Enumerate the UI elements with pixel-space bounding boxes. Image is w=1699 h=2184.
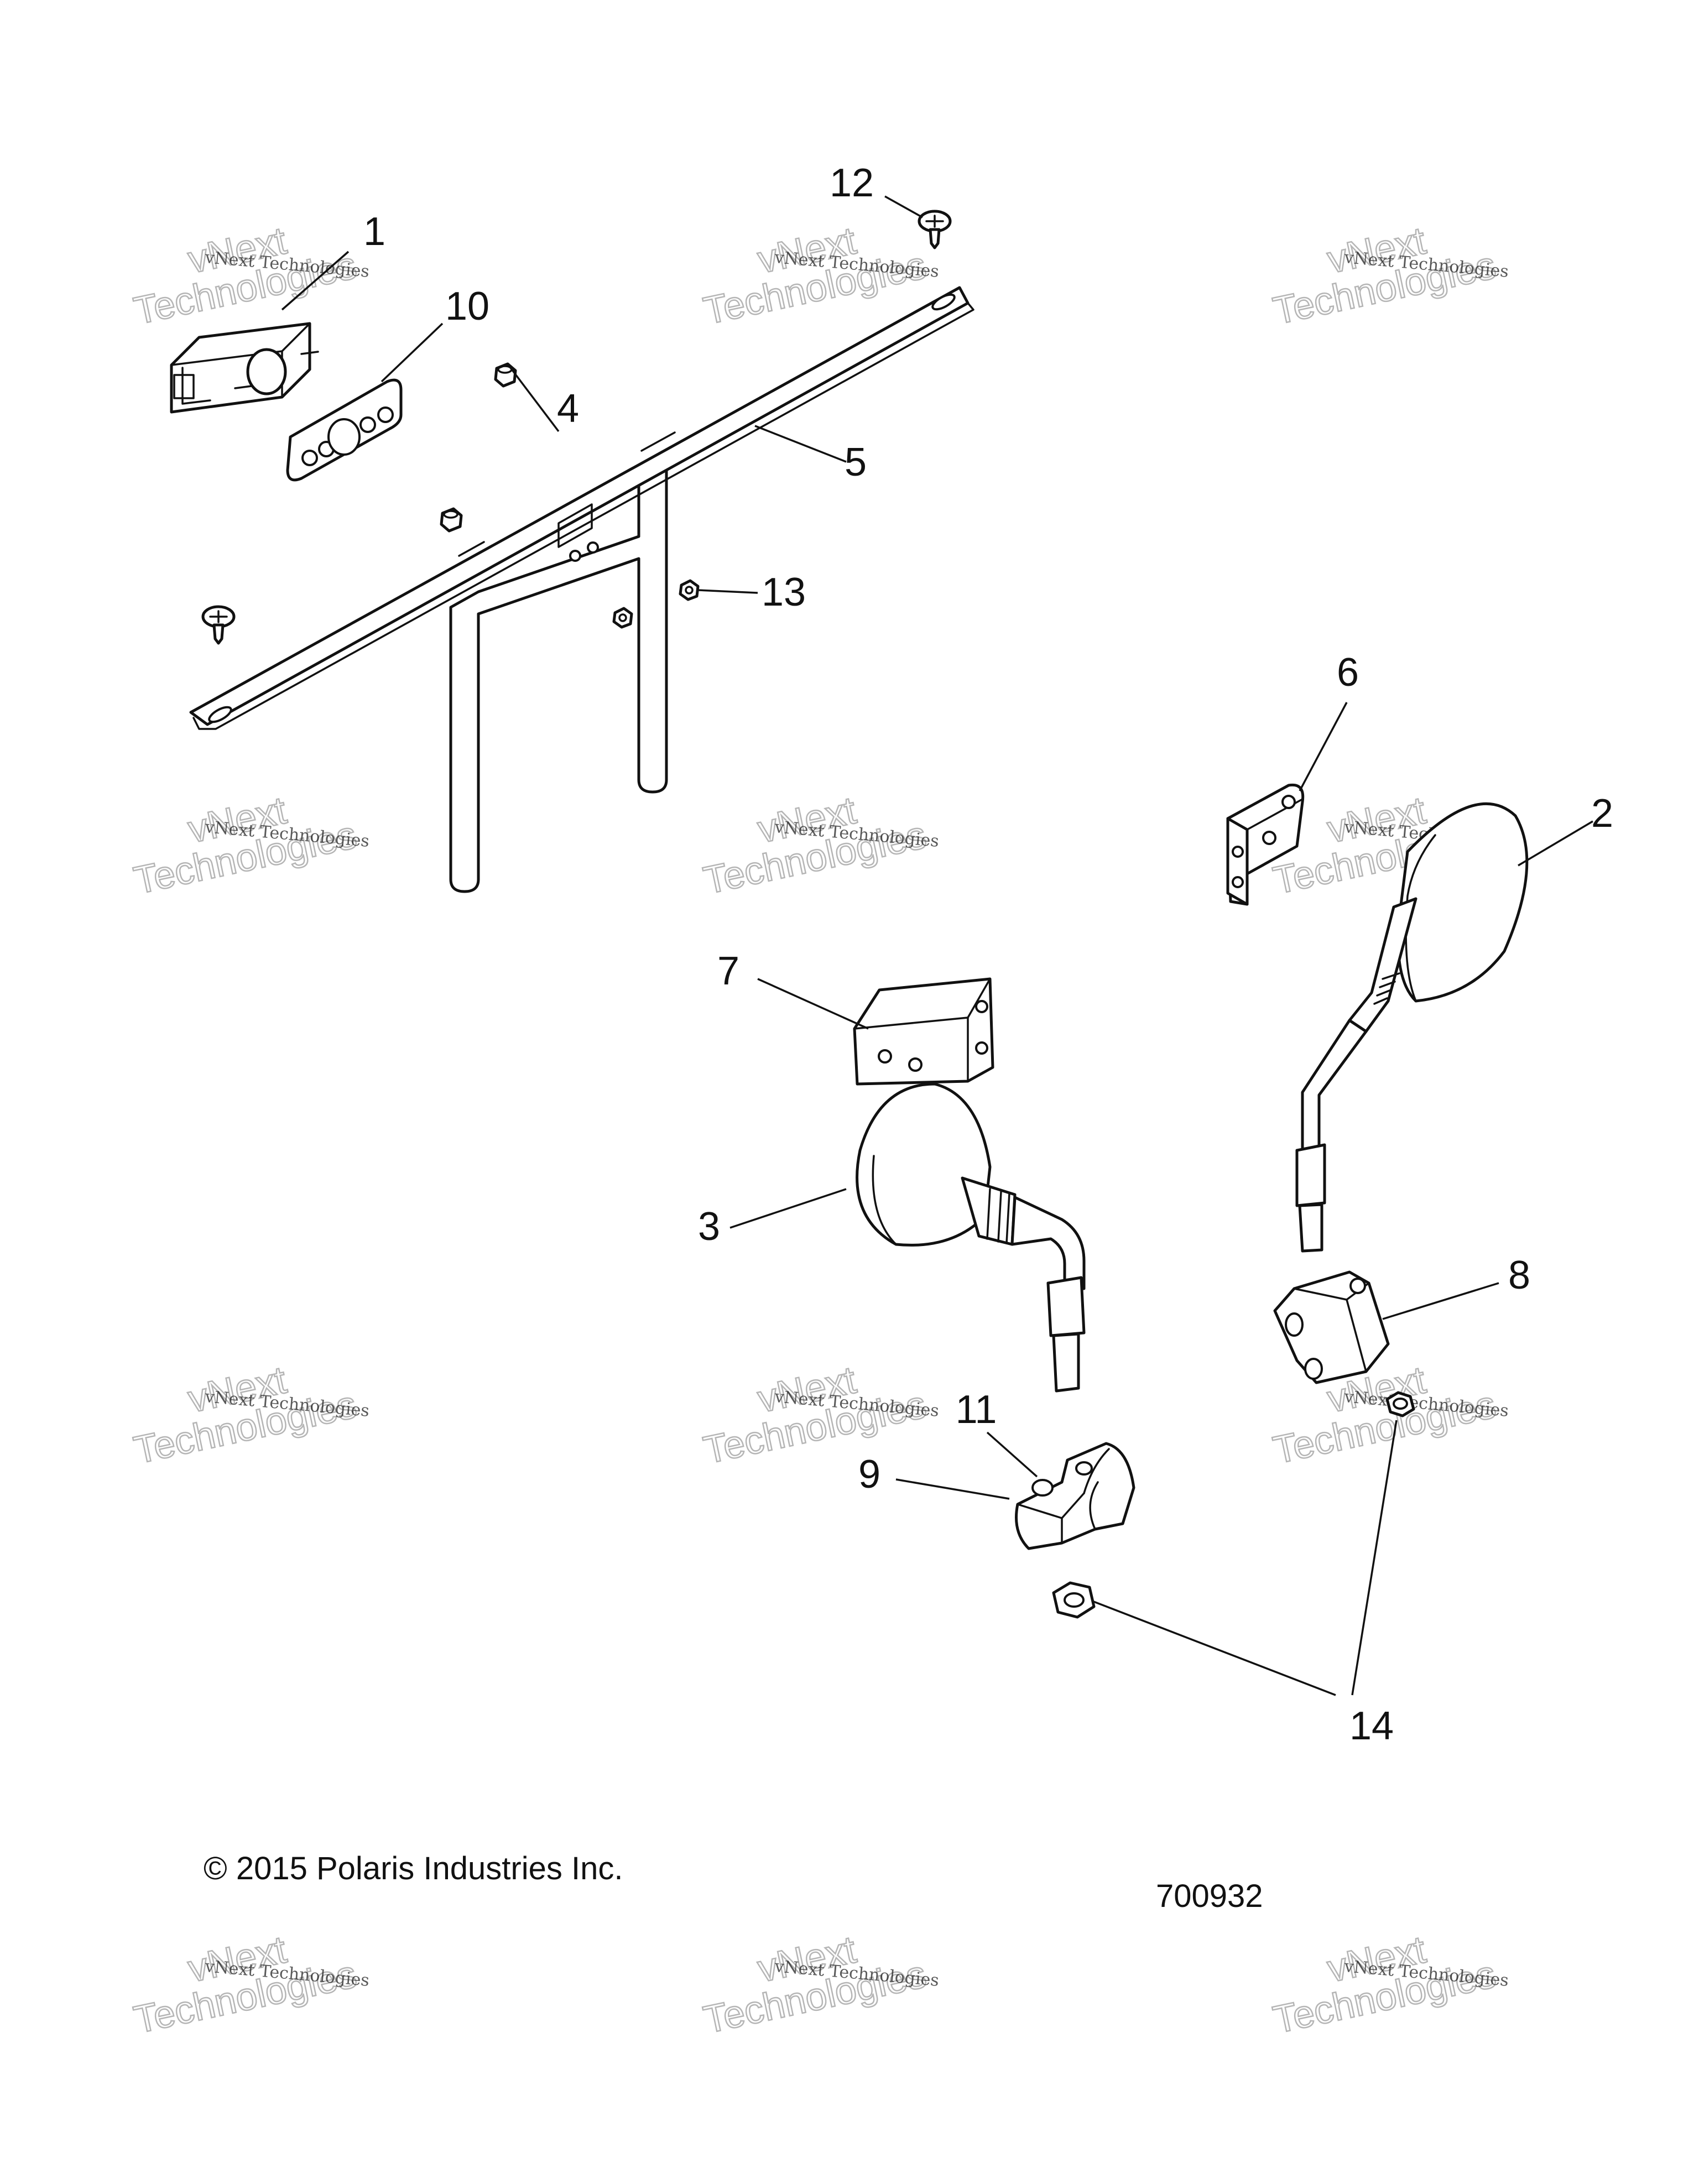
part-5-bracket[interactable] (189, 286, 974, 893)
callout-9: 9 (858, 1452, 880, 1497)
leader-lines (281, 195, 1593, 1696)
callout-14: 14 (1349, 1704, 1394, 1748)
part-4-nut[interactable] (440, 507, 463, 533)
part-14-nut[interactable] (1052, 1581, 1096, 1619)
part-4-nut[interactable] (494, 362, 517, 388)
callout-11: 11 (956, 1388, 997, 1432)
callout-5: 5 (845, 440, 867, 484)
copyright-text: © 2015 Polaris Industries Inc. (204, 1851, 623, 1886)
part-13-nut[interactable] (612, 607, 633, 629)
part-1-light-housing[interactable] (170, 322, 319, 414)
callout-7: 7 (717, 949, 739, 993)
callout-8: 8 (1508, 1253, 1530, 1297)
part-14-nut[interactable] (1385, 1391, 1415, 1417)
part-12-screw[interactable] (201, 605, 236, 645)
part-13-nut[interactable] (679, 579, 700, 601)
callout-6: 6 (1337, 650, 1359, 695)
callout-4: 4 (557, 387, 579, 431)
part-6-bracket[interactable] (1226, 783, 1305, 906)
part-12-screw[interactable] (918, 210, 952, 249)
callout-2: 2 (1591, 791, 1613, 836)
part-10-gasket[interactable] (286, 378, 403, 482)
part-2-right-mirror[interactable] (1295, 802, 1529, 1253)
part-8-clamp[interactable] (1273, 1270, 1390, 1384)
callout-10: 10 (445, 284, 489, 329)
callout-1: 1 (363, 210, 385, 254)
part-7-bracket[interactable] (853, 977, 994, 1086)
part-9-clamp[interactable] (1015, 1442, 1135, 1550)
part-3-left-mirror[interactable] (856, 1082, 1086, 1393)
callout-labels: 1 2 3 4 5 6 7 8 9 10 11 12 13 14 (363, 161, 1613, 1748)
callout-12: 12 (830, 161, 874, 205)
diagram-number: 700932 (1156, 1878, 1263, 1914)
callout-13: 13 (762, 570, 806, 614)
callout-3: 3 (698, 1205, 720, 1249)
